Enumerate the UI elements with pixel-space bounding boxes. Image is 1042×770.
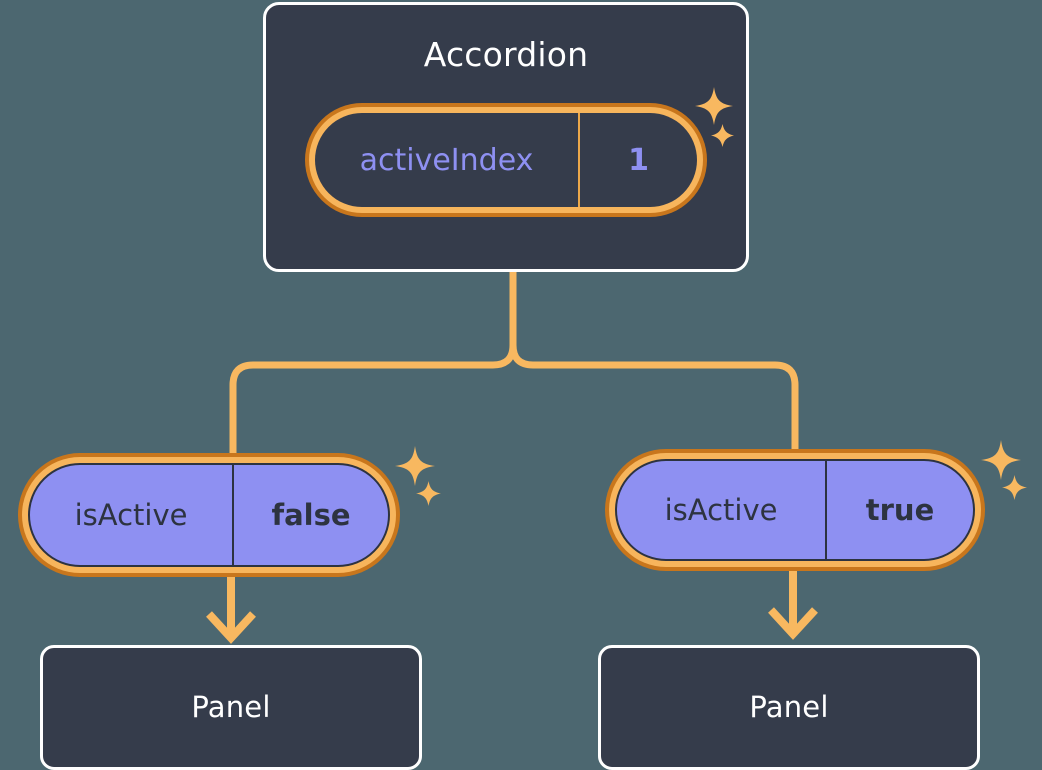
pill-body: isActive true xyxy=(615,459,975,561)
prop-key-label: isActive xyxy=(30,465,235,565)
state-key-label: activeIndex xyxy=(315,113,580,207)
prop-value-label: true xyxy=(865,493,935,527)
pill-body: activeIndex 1 xyxy=(315,113,697,207)
panel-title: Panel xyxy=(749,690,829,724)
connector-right-branch xyxy=(509,268,799,453)
prop-value-label: false xyxy=(271,498,351,532)
state-pill-active-index[interactable]: activeIndex 1 xyxy=(305,103,707,217)
page-title: Accordion xyxy=(423,35,589,74)
sparkle-four-point-icon xyxy=(392,443,438,489)
sparkle-four-point-small-icon xyxy=(1000,473,1029,502)
arrow-down-icon xyxy=(206,611,256,644)
component-card-panel-right[interactable]: Panel xyxy=(598,645,980,770)
connector-left-branch xyxy=(229,268,517,457)
prop-key-label: isActive xyxy=(617,461,828,559)
sparkle-four-point-small-icon xyxy=(414,479,443,508)
component-card-panel-left[interactable]: Panel xyxy=(40,645,422,770)
pill-inner-ring: isActive true xyxy=(609,453,981,567)
pill-inner-ring: isActive false xyxy=(22,457,396,573)
prop-pill-is-active-true[interactable]: isActive true xyxy=(605,449,985,571)
prop-pill-is-active-false[interactable]: isActive false xyxy=(18,453,400,577)
state-value-label: 1 xyxy=(628,142,649,178)
panel-title: Panel xyxy=(191,690,271,724)
pill-body: isActive false xyxy=(28,463,390,567)
pill-inner-ring: activeIndex 1 xyxy=(309,107,703,213)
sparkle-four-point-icon xyxy=(978,437,1024,483)
arrow-down-icon xyxy=(768,607,818,640)
